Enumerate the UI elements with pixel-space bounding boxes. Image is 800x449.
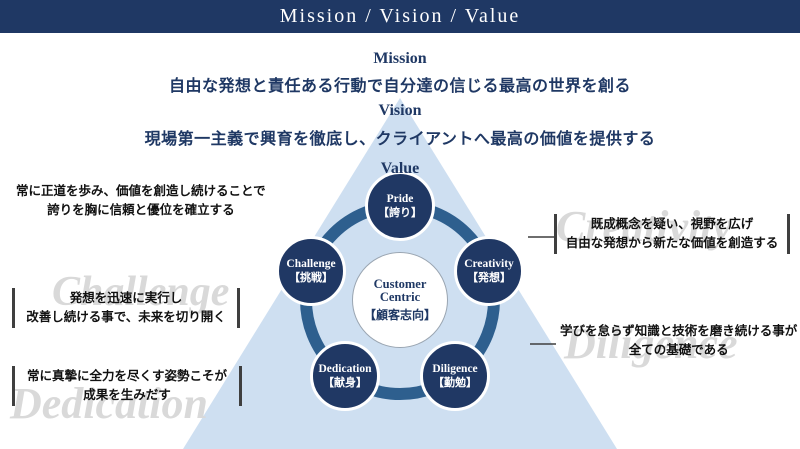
annotation-line: 学びを怠らず知識と技術を磨き続ける事が — [560, 324, 798, 338]
watermark-diligence: Diligence — [564, 319, 738, 368]
annotation-challenge: 発想を迅速に実行し 改善し続ける事で、未来を切り開く — [12, 288, 240, 328]
value-name-en: Dedication — [318, 363, 372, 375]
annotation-pride: 常に正道を歩み、価値を創造し続けることで 誇りを胸に信頼と優位を確立する — [12, 181, 266, 221]
annotation-bar — [554, 214, 557, 254]
annotation-line: 誇りを胸に信頼と優位を確立する — [47, 203, 235, 217]
watermark-dedication: Dedication — [10, 379, 208, 428]
value-circle-creativity: Creativity 【発想】 — [454, 236, 524, 306]
annotation-bar — [787, 214, 790, 254]
value-circle-diligence: Diligence 【勤勉】 — [420, 341, 490, 411]
annotation-bar — [239, 366, 242, 406]
annotation-creativity: 既成概念を疑い、視野を広げ 自由な発想から新たな価値を創造する — [554, 214, 790, 254]
annotation-line: 常に正道を歩み、価値を創造し続けることで — [16, 184, 266, 198]
annotation-line: 既成概念を疑い、視野を広げ — [590, 217, 754, 231]
annotation-dedication: 常に真摯に全力を尽くす姿勢こそが 成果を生みだす — [12, 366, 242, 406]
value-name-en: Pride — [386, 193, 414, 205]
value-name-ja: 【誇り】 — [378, 207, 422, 219]
value-circle-dedication: Dedication 【献身】 — [310, 341, 380, 411]
annotation-line: 改善し続ける事で、未来を切り開く — [26, 310, 226, 324]
value-name-ja: 【発想】 — [467, 272, 511, 284]
watermark-creativity: Creativity — [556, 202, 732, 251]
customer-centric-circle: Customer Centric 【顧客志向】 — [352, 252, 448, 348]
annotation-line: 発想を迅速に実行し — [69, 291, 183, 305]
header-bar: Mission / Vision / Value — [0, 0, 800, 33]
annotation-bar — [12, 288, 15, 328]
annotation-diligence: 学びを怠らず知識と技術を磨き続ける事が 全ての基礎である — [556, 321, 798, 361]
mission-statement: 自由な発想と責任ある行動で自分達の信じる最高の世界を創る — [168, 78, 631, 95]
customer-centric-subtitle: 【顧客志向】 — [363, 308, 436, 322]
value-name-ja: 【献身】 — [323, 377, 367, 389]
vision-statement: 現場第一主義で興育を徹底し、クライアントへ最高の価値を提供する — [144, 131, 656, 148]
annotation-line: 常に真摯に全力を尽くす姿勢こそが — [26, 369, 227, 383]
annotation-bar — [12, 366, 15, 406]
annotation-line: 全ての基礎である — [628, 343, 729, 357]
value-name-en: Challenge — [286, 258, 336, 270]
mission-heading: Mission — [373, 50, 427, 67]
annotation-line: 自由な発想から新たな価値を創造する — [565, 236, 779, 250]
value-name-ja: 【挑戦】 — [289, 272, 333, 284]
value-heading: Value — [380, 160, 420, 177]
value-circle-challenge: Challenge 【挑戦】 — [276, 236, 346, 306]
customer-centric-title: Customer Centric — [373, 277, 427, 304]
page-title: Mission / Vision / Value — [279, 5, 521, 27]
annotation-bar — [237, 288, 240, 328]
annotation-line: 成果を生みだす — [83, 388, 171, 402]
value-name-en: Diligence — [432, 363, 478, 375]
watermark-challenge: Challenge — [52, 269, 230, 315]
value-name-en: Creativity — [464, 258, 514, 270]
value-circle-pride: Pride 【誇り】 — [365, 171, 435, 241]
value-name-ja: 【勤勉】 — [433, 377, 477, 389]
vision-heading: Vision — [378, 102, 422, 119]
